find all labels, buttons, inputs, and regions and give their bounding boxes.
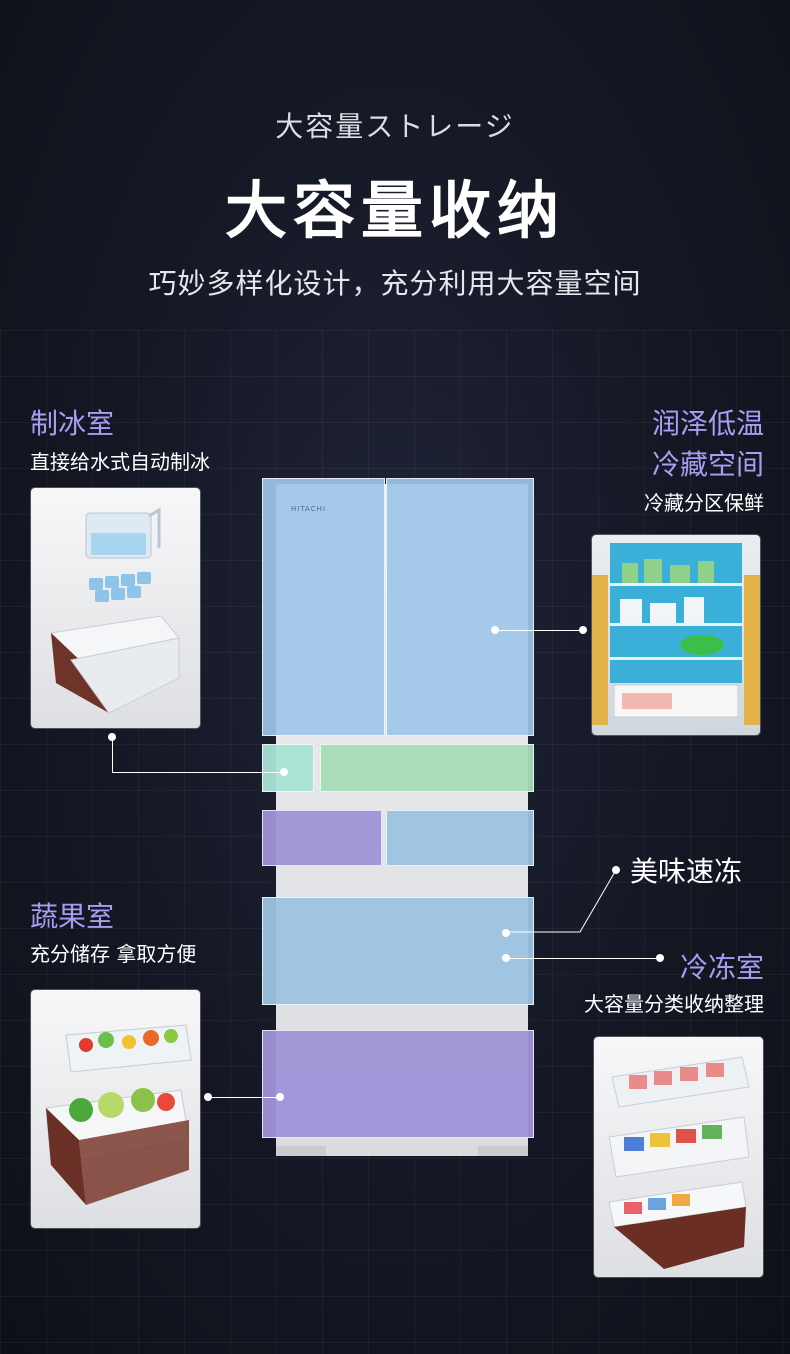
vegetable-room-title: 蔬果室 [30,900,115,933]
brand-logo: HITACHI [291,505,326,513]
page-title: 大容量收纳 [224,174,565,247]
vegetable-drawer-photo [31,990,200,1228]
ice-maker-photo [31,488,200,728]
fridge-room-desc: 冷藏分区保鲜 [644,491,764,515]
freezer-connector-line [506,958,658,959]
ice-connector-dot-end [280,768,288,776]
fridge-room-title-1: 润泽低温 [651,407,764,440]
fridge-connector-line [495,630,583,631]
vegetable-drawer-illustration [45,1024,192,1205]
fridge-door-left[interactable]: HITACHI [262,478,385,736]
vegetable-zone[interactable] [262,1030,534,1138]
vegetable-room-desc: 充分储存 拿取方便 [30,942,197,966]
freezer-room-desc: 大容量分类收纳整理 [584,992,764,1016]
tagline: 巧妙多样化设计，充分利用大容量空间 [148,267,642,300]
fridge-interior-photo [592,535,760,735]
switch-room-zone[interactable] [320,744,534,792]
ice-room-title: 制冰室 [30,407,115,440]
quick-freeze-connector-line [506,869,617,933]
fridge-door-right[interactable] [386,478,534,736]
freezer-zone[interactable] [262,897,534,1005]
ice-room-zone[interactable] [262,744,314,792]
japanese-subtitle: 大容量ストレージ [275,110,515,143]
ice-connector-vertical [112,737,113,772]
freezer-drawer-illustration [608,1056,750,1269]
ice-connector-horizontal [112,772,284,773]
fridge-connector-dot-end [579,626,587,634]
fridge-interior-illustration [592,543,760,725]
freezer-room-title: 冷冻室 [679,951,764,984]
vegetable-connector-dot-end [276,1093,284,1101]
quick-freeze-title: 美味速冻 [630,855,743,888]
quick-freeze-connector-dot-end [502,929,510,937]
fridge-foot-left [276,1146,326,1156]
freezer-drawer-photo [594,1037,763,1277]
freezer-connector-dot-end [656,954,664,962]
fridge-foot-right [478,1146,528,1156]
vegetable-connector-line [208,1097,280,1098]
quick-freeze-zone-left[interactable] [262,810,382,866]
quick-freeze-zone-right[interactable] [386,810,534,866]
ice-maker-illustration [50,507,180,714]
ice-room-desc: 直接给水式自动制冰 [30,450,210,474]
fridge-room-title-2: 冷藏空间 [651,448,764,481]
